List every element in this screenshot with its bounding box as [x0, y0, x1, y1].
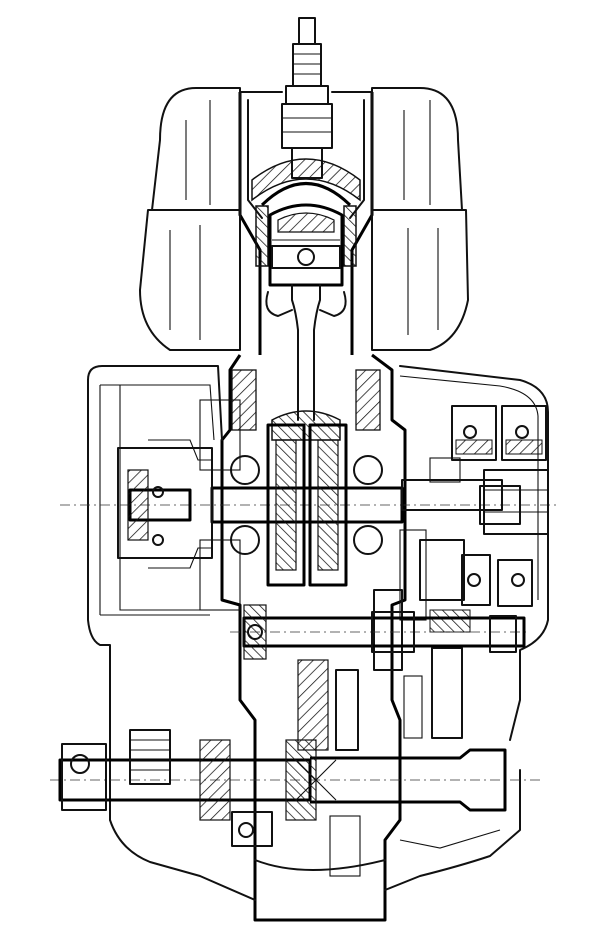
- magneto-flywheel: [117, 399, 241, 611]
- layshaft: [230, 604, 530, 660]
- connecting-rod: [265, 284, 347, 441]
- drive-pulley: [129, 729, 386, 877]
- cooling-fins: [139, 87, 469, 351]
- clutch: [429, 405, 549, 535]
- spark-plug: [281, 17, 333, 179]
- piston: [268, 203, 344, 287]
- output-shaft: [50, 739, 540, 821]
